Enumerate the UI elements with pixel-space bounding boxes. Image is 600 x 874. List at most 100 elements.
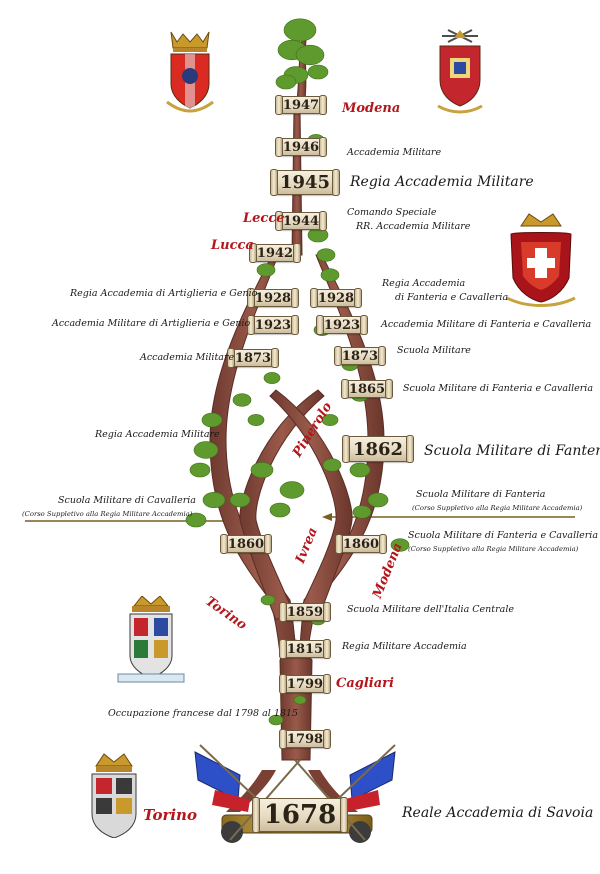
leaf-cluster xyxy=(229,492,251,508)
label-corso-suppletivo-right-2: (Corso Suppletivo alla Regia Militare Ac… xyxy=(408,545,579,553)
year-1798: 1798 xyxy=(286,731,324,747)
leaf-cluster xyxy=(322,458,342,472)
leaf-cluster xyxy=(352,505,372,519)
leaf-cluster xyxy=(269,502,291,518)
year-scroll-1873-right: 1873 xyxy=(334,346,386,366)
label-scuola-fanteria-cavalleria-1860: Scuola Militare di Fanteria e Cavalleria xyxy=(408,530,599,541)
city-cagliari: Cagliari xyxy=(336,676,394,691)
leaf-cluster xyxy=(185,512,207,528)
leaf-cluster xyxy=(189,462,211,478)
year-scroll-1799: 1799 xyxy=(279,674,331,694)
year-1860-left: 1860 xyxy=(227,536,265,552)
leaf-cluster xyxy=(202,491,226,508)
label-comando-speciale: Comando Speciale xyxy=(347,207,437,218)
label-occupazione: Occupazione francese dal 1798 al 1815 xyxy=(108,708,299,719)
year-1859: 1859 xyxy=(286,604,324,620)
leaf-cluster xyxy=(256,263,276,277)
label-regia-accademia-militare-1945: Regia Accademia Militare xyxy=(350,174,534,190)
label-corso-suppletivo-left: (Corso Suppletivo alla Regia Militare Ac… xyxy=(22,510,193,518)
leaf-cluster xyxy=(201,412,223,428)
leaf-cluster xyxy=(260,594,276,606)
year-scroll-1815: 1815 xyxy=(279,639,331,659)
year-1678: 1678 xyxy=(263,800,337,830)
year-1923-left: 1923 xyxy=(254,317,292,333)
year-1862: 1862 xyxy=(352,438,404,460)
leaf-cluster xyxy=(390,538,410,552)
emblem-top-left xyxy=(166,31,214,113)
leaf-cluster xyxy=(283,18,317,42)
city-lucca: Lucca xyxy=(211,238,254,253)
leaf-cluster xyxy=(268,714,284,726)
year-scroll-1928-left: 1928 xyxy=(247,288,299,308)
leaf-cluster xyxy=(367,492,389,508)
leaf-cluster xyxy=(293,695,307,705)
year-1865: 1865 xyxy=(348,381,386,397)
year-scroll-1942: 1942 xyxy=(249,243,301,263)
year-scroll-1798: 1798 xyxy=(279,729,331,749)
year-scroll-1862: 1862 xyxy=(342,435,414,463)
city-modena-top: Modena xyxy=(342,101,401,116)
leaf-cluster xyxy=(279,481,305,499)
label-scuola-italia-centrale: Scuola Militare dell'Italia Centrale xyxy=(347,604,514,615)
year-1946: 1946 xyxy=(282,139,320,155)
year-1945: 1945 xyxy=(279,172,331,193)
year-scroll-1860-right: 1860 xyxy=(335,534,387,554)
leaf-cluster xyxy=(263,372,281,384)
emblem-top-right xyxy=(437,29,483,114)
label-scuola-militare-1873: Scuola Militare xyxy=(397,345,471,356)
label-reale-accademia: Reale Accademia di Savoia xyxy=(402,805,594,821)
label-regia-accademia-militare-left: Regia Accademia Militare xyxy=(95,429,220,440)
year-scroll-1873-left: 1873 xyxy=(227,348,279,368)
year-1860-right: 1860 xyxy=(342,536,380,552)
city-torino-bottom: Torino xyxy=(143,806,197,824)
leaf-cluster xyxy=(232,393,252,407)
label-accademia-militare-1946: Accademia Militare xyxy=(347,147,442,158)
year-1928-left: 1928 xyxy=(254,290,292,306)
emblem-bottom-left xyxy=(91,753,137,838)
year-scroll-1946: 1946 xyxy=(275,137,327,157)
year-scroll-1944: 1944 xyxy=(275,211,327,231)
year-1799: 1799 xyxy=(286,676,324,692)
year-scroll-1678: 1678 xyxy=(252,797,348,833)
leaf-cluster xyxy=(307,64,329,80)
year-1873-left: 1873 xyxy=(234,350,272,366)
leaf-cluster xyxy=(320,268,340,282)
year-1873-right: 1873 xyxy=(341,348,379,364)
label-accademia-fanteria-cavalleria: Accademia Militare di Fanteria e Cavalle… xyxy=(381,319,592,330)
city-lecce: Lecce xyxy=(243,211,285,226)
year-1944: 1944 xyxy=(282,213,320,229)
year-1923-right: 1923 xyxy=(323,317,361,333)
year-scroll-1923-left: 1923 xyxy=(247,315,299,335)
year-scroll-1947: 1947 xyxy=(275,95,327,115)
label-regia-accademia-1928-line2: di Fanteria e Cavalleria xyxy=(395,292,509,303)
label-scuola-fanteria-right: Scuola Militare di Fanteria xyxy=(416,489,546,500)
year-scroll-1923-right: 1923 xyxy=(316,315,368,335)
label-corso-suppletivo-right-1: (Corso Suppletivo alla Regia Militare Ac… xyxy=(412,504,583,512)
label-accademia-militare-1873: Accademia Militare xyxy=(140,352,235,363)
leaf-cluster xyxy=(316,248,336,262)
year-1928-right: 1928 xyxy=(317,290,355,306)
leaf-cluster xyxy=(250,461,274,478)
leaf-cluster xyxy=(193,441,219,459)
label-accademia-artiglieria-genio: Accademia Militare di Artiglieria e Geni… xyxy=(52,318,251,329)
year-scroll-1859: 1859 xyxy=(279,602,331,622)
year-scroll-1945: 1945 xyxy=(270,169,340,196)
year-1815: 1815 xyxy=(286,641,324,657)
label-scuola-fanteria-cavalleria-1865: Scuola Militare di Fanteria e Cavalleria xyxy=(403,383,594,394)
year-scroll-1860-left: 1860 xyxy=(220,534,272,554)
label-regia-artiglieria-genio: Regia Accademia di Artiglieria e Genio xyxy=(70,288,258,299)
emblem-middle-left xyxy=(117,596,185,683)
year-1947: 1947 xyxy=(282,97,320,113)
year-scroll-1865: 1865 xyxy=(341,379,393,399)
emblem-right xyxy=(506,213,576,307)
leaf-cluster xyxy=(349,462,371,478)
label-regia-accademia-1928-line1: Regia Accademia xyxy=(382,278,466,289)
label-rr-accademia-militare: RR. Accademia Militare xyxy=(356,221,471,232)
year-1942: 1942 xyxy=(256,245,294,261)
year-scroll-1928-right: 1928 xyxy=(310,288,362,308)
label-scuola-fanteria-1862: Scuola Militare di Fanteria xyxy=(424,443,600,459)
leaf-cluster xyxy=(247,414,265,426)
label-scuola-cavalleria: Scuola Militare di Cavalleria xyxy=(58,495,196,506)
leaf-cluster xyxy=(321,414,339,426)
